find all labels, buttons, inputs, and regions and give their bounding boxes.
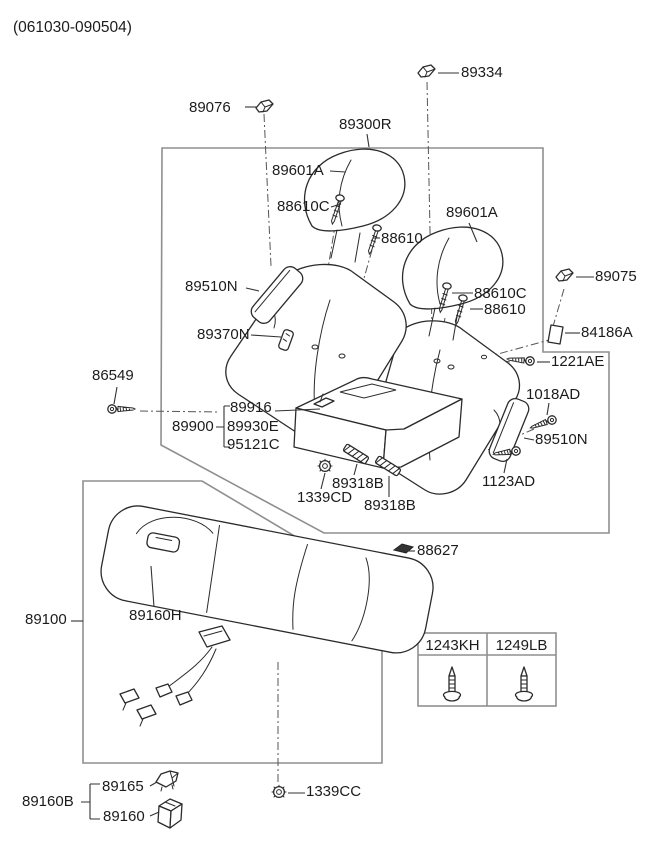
part-label-89334: 89334	[461, 64, 503, 81]
clip-icon-89165	[155, 770, 179, 792]
part-label-89076: 89076	[189, 99, 231, 116]
clip-icon-89076	[255, 99, 274, 113]
table-header-1243KH: 1243KH	[425, 637, 480, 654]
part-label-89930E: 89930E	[227, 418, 279, 435]
part-label-89318B-a: 89318B	[332, 475, 384, 492]
hardware-table-box	[417, 632, 557, 707]
clip-icon-88627	[392, 543, 415, 554]
part-label-89510N-right: 89510N	[535, 431, 588, 448]
part-label-89601A-left: 89601A	[272, 162, 324, 179]
side-pad-left	[250, 266, 304, 324]
clip-icon-89075	[555, 268, 574, 282]
part-label-89160B: 89160B	[22, 793, 74, 810]
part-label-88627: 88627	[417, 542, 459, 559]
pad-sheet-icon-84186A	[547, 324, 564, 345]
code-range-label: (061030-090504)	[13, 19, 132, 36]
part-label-89100: 89100	[25, 611, 67, 628]
cushion-group-box	[82, 480, 383, 764]
part-label-89165: 89165	[102, 778, 144, 795]
part-label-89300R: 89300R	[339, 116, 392, 133]
screw-icon-86549	[107, 404, 136, 414]
part-label-89160H: 89160H	[129, 607, 182, 624]
part-label-1339CC: 1339CC	[306, 783, 362, 800]
part-label-1018AD: 1018AD	[526, 386, 581, 403]
part-label-1123AD: 1123AD	[482, 473, 536, 490]
part-label-89160: 89160	[103, 808, 145, 825]
side-bracket-89370N	[278, 329, 294, 351]
part-label-88610-left: 88610	[381, 230, 423, 247]
table-header-1249LB: 1249LB	[495, 637, 548, 654]
part-label-1221AE: 1221AE	[551, 353, 605, 370]
clip-icon-89334	[417, 64, 436, 78]
part-label-89916: 89916	[230, 399, 272, 416]
part-label-88610C-right: 88610C	[474, 285, 527, 302]
part-label-95121C: 95121C	[227, 436, 280, 453]
nut-icon-1339CC	[271, 784, 287, 799]
part-label-84186A: 84186A	[581, 324, 633, 341]
seat-back-group-box	[160, 147, 610, 534]
side-pad-right	[488, 397, 530, 463]
part-label-89318B-b: 89318B	[364, 497, 416, 514]
nut-icon-1339CD	[317, 458, 333, 473]
seat-cushion-drawing	[100, 505, 434, 727]
table-screw-icon-1249LB	[514, 666, 534, 702]
part-label-88610-right: 88610	[484, 301, 526, 318]
screw-icon-88610-left	[367, 223, 383, 256]
part-label-89370N: 89370N	[197, 326, 250, 343]
buckle-icon-89160	[157, 798, 183, 829]
leader-lines	[71, 72, 594, 820]
table-screw-icon-1243KH	[442, 666, 462, 702]
part-label-86549: 86549	[92, 367, 134, 384]
part-label-89601A-right: 89601A	[446, 204, 498, 221]
screw-icon-1221AE	[506, 354, 536, 367]
part-label-89075: 89075	[595, 268, 637, 285]
part-label-88610C-left: 88610C	[277, 198, 330, 215]
part-label-89900: 89900	[172, 418, 214, 435]
part-label-1339CD: 1339CD	[297, 489, 353, 506]
part-label-89510N-left: 89510N	[185, 278, 238, 295]
